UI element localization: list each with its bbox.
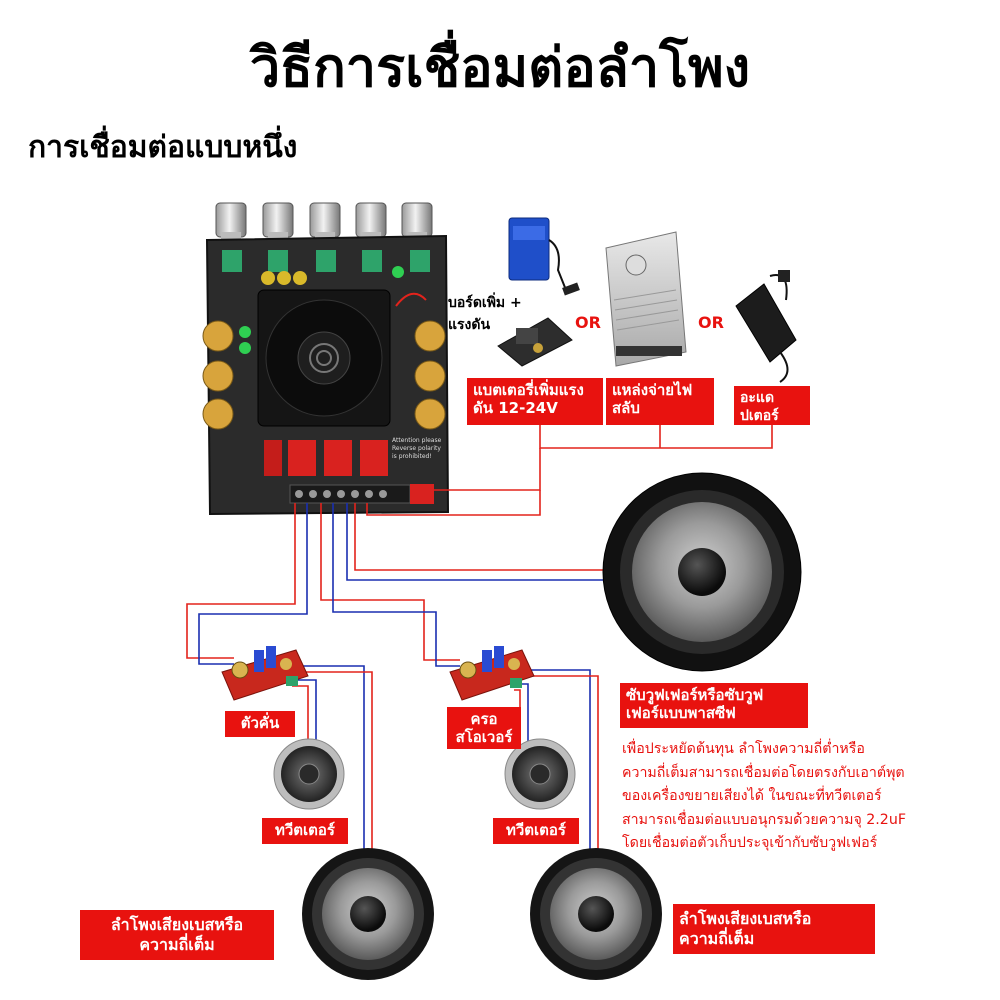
left-woofer-label-line-2: ความถี่เต็ม <box>139 935 215 954</box>
connection-note: เพื่อประหยัดต้นทุน ลำโพงความถี่ต่ำหรือ ค… <box>622 738 992 856</box>
battery-label-line-2: ดัน 12-24V <box>473 399 558 417</box>
page-subtitle: การเชื่อมต่อแบบหนึ่ง <box>28 130 298 165</box>
note-line: โดยเชื่อมต่อตัวเก็บประจุเข้ากับซับวูฟเฟอ… <box>622 835 878 851</box>
battery-label: แบตเตอรี่เพิ่มแรง ดัน 12-24V <box>467 378 603 425</box>
amplifier-board: Attention please Reverse polarity is pro… <box>202 202 450 516</box>
left-crossover-image <box>221 646 309 701</box>
left-crossover-label: ตัวคั่น <box>225 711 295 737</box>
right-tweeter-label: ทวีตเตอร์ <box>493 818 579 844</box>
power-adapter-image <box>735 270 797 383</box>
battery-label-line-1: แบตเตอรี่เพิ่มแรง <box>473 381 584 399</box>
warning-text-1: Attention please <box>392 437 442 444</box>
left-tweeter-label: ทวีตเตอร์ <box>262 818 348 844</box>
left-tweeter-image <box>273 738 345 810</box>
psu-label: แหล่งจ่ายไฟ สลับ <box>606 378 714 425</box>
volume-knob[interactable] <box>215 202 247 244</box>
warning-text-2: Reverse polarity <box>392 445 441 452</box>
psu-label-line-2: สลับ <box>612 399 640 417</box>
boost-label-line-1: บอร์ดเพิ่ม + <box>448 295 522 311</box>
psu-label-line-1: แหล่งจ่ายไฟ <box>612 381 693 399</box>
subwoofer-label: ซับวูฟเฟอร์หรือซับวูฟ เฟอร์แบบพาสซีฟ <box>620 683 808 728</box>
or-label-1: OR <box>575 313 601 332</box>
right-woofer-label-line-1: ลำโพงเสียงเบสหรือ <box>679 909 812 928</box>
cooling-fan <box>257 289 391 427</box>
adapter-label: อะแด ปเตอร์ <box>734 386 810 425</box>
or-label-2: OR <box>698 313 724 332</box>
adapter-label-line-2: ปเตอร์ <box>740 408 779 424</box>
left-woofer-label-line-1: ลำโพงเสียงเบสหรือ <box>110 915 244 934</box>
left-woofer-label: ลำโพงเสียงเบสหรือ ความถี่เต็ม <box>80 910 274 960</box>
switching-psu-image <box>605 231 687 367</box>
right-woofer-image <box>530 848 662 980</box>
boost-board-image <box>497 317 573 367</box>
subwoofer-label-line-2: เฟอร์แบบพาสซีฟ <box>626 704 736 722</box>
subwoofer-image <box>602 472 802 672</box>
boost-board-label: บอร์ดเพิ่ม + แรงดัน <box>448 292 522 336</box>
battery-image <box>508 217 580 296</box>
subwoofer-label-line-1: ซับวูฟเฟอร์หรือซับวูฟ <box>626 686 764 704</box>
right-crossover-label-line-1: ครอ <box>470 710 498 728</box>
right-crossover-label: ครอ สโอเวอร์ <box>447 707 521 749</box>
note-line: ของเครื่องขยายเสียงได้ ในขณะที่ทวีตเตอร์ <box>622 788 882 804</box>
right-crossover-image <box>449 646 535 701</box>
left-channel-wires <box>186 503 308 665</box>
right-tweeter-image <box>504 738 576 810</box>
subwoofer-wires <box>346 503 608 581</box>
note-line: เพื่อประหยัดต้นทุน ลำโพงความถี่ต่ำหรือ <box>622 741 865 757</box>
power-wires <box>366 425 773 516</box>
left-woofer-image <box>302 848 434 980</box>
note-line: สามารถเชื่อมต่อแบบอนุกรมด้วยความจุ 2.2uF <box>622 811 906 828</box>
note-line: ความถี่เต็มสามารถเชื่อมต่อโดยตรงกับเอาต์… <box>622 764 905 781</box>
boost-label-line-2: แรงดัน <box>448 317 491 333</box>
right-channel-wires <box>320 503 460 667</box>
adapter-label-line-1: อะแด <box>740 390 775 406</box>
right-crossover-label-line-2: สโอเวอร์ <box>455 728 513 746</box>
page-title: วิธีการเชื่อมต่อลำโพง <box>249 36 751 99</box>
warning-text-3: is prohibited! <box>392 453 432 460</box>
right-woofer-label-line-2: ความถี่เต็ม <box>679 929 755 948</box>
right-woofer-label: ลำโพงเสียงเบสหรือ ความถี่เต็ม <box>673 904 875 954</box>
